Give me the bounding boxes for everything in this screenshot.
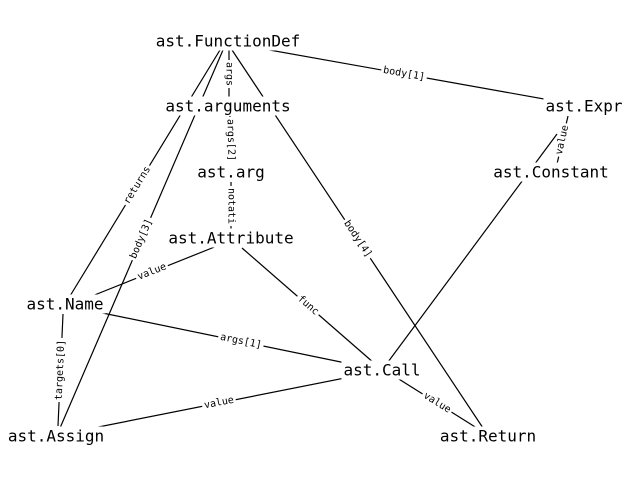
- edge-label-group: returns: [119, 162, 156, 209]
- node-label-background: [24, 294, 106, 314]
- edge-label-group: targets[0]: [52, 337, 69, 403]
- edge-label-background: [339, 216, 376, 262]
- edge-label-group: args: [222, 59, 236, 89]
- node-assign: ast.Assign: [5, 426, 107, 446]
- edge-label-background: [216, 330, 265, 353]
- edge-label-background: [126, 215, 157, 263]
- node-label-background: [543, 96, 625, 116]
- edge-label-background: [380, 63, 428, 85]
- edge-label-group: func: [293, 291, 323, 320]
- node-label-background: [437, 426, 539, 446]
- node-label: ast.Name: [26, 295, 103, 314]
- edge-attribute-name: value: [81, 243, 223, 301]
- node-label: ast.arguments: [165, 97, 290, 116]
- node-label-background: [153, 31, 303, 51]
- edge-label: notati: [226, 188, 237, 224]
- node-label: ast.Return: [440, 427, 536, 446]
- node-expr: ast.Expr: [543, 96, 625, 116]
- edge-functiondef-expr: body[1]: [235, 43, 573, 105]
- node-label-background: [163, 96, 293, 116]
- edge-label-group: args[2]: [223, 116, 238, 164]
- node-constant: ast.Constant: [491, 162, 611, 182]
- edge-name-call: args[1]: [82, 308, 371, 369]
- edge-label-group: value: [552, 121, 573, 159]
- edge-label: args[1]: [219, 332, 263, 351]
- edge-label-group: value: [201, 393, 237, 413]
- edge-expr-constant: value: [552, 115, 573, 165]
- edge-label: value: [136, 261, 168, 282]
- edge-label: targets[0]: [54, 340, 68, 401]
- edge-label-group: body[3]: [126, 215, 157, 263]
- node-label-background: [195, 162, 267, 182]
- node-return: ast.Return: [437, 426, 539, 446]
- node-arg: ast.arg: [195, 162, 267, 182]
- node-label-background: [491, 162, 611, 182]
- node-label: ast.Expr: [545, 97, 622, 116]
- node-call: ast.Call: [341, 360, 423, 380]
- edge-label-background: [222, 59, 236, 89]
- edge-label-background: [419, 388, 455, 418]
- edge-label-group: args[1]: [216, 330, 265, 353]
- edge-label-background: [201, 393, 237, 413]
- node-label-background: [5, 426, 107, 446]
- edge-assign-name: targets[0]: [52, 313, 69, 427]
- edge-label: args: [224, 62, 235, 86]
- edge-label-group: notati: [224, 185, 238, 227]
- edge-assign-call: value: [67, 372, 371, 434]
- edge-label-background: [52, 337, 69, 403]
- edge-arg-attribute: notati: [224, 182, 238, 230]
- node-label: ast.Assign: [8, 427, 104, 446]
- nodes-layer: ast.FunctionDef ast.arguments ast.Expr ast.…: [5, 31, 625, 446]
- node-arguments: ast.arguments: [163, 96, 293, 116]
- edge-label: body[4]: [341, 218, 373, 259]
- edge-label-group: body[4]: [339, 216, 376, 262]
- edge-label: args[2]: [225, 119, 237, 161]
- edge-label-group: body[1]: [380, 63, 428, 85]
- node-name: ast.Name: [24, 294, 106, 314]
- edge-label: returns: [122, 164, 153, 206]
- edge-label-background: [224, 185, 238, 227]
- node-functiondef: ast.FunctionDef: [153, 31, 303, 51]
- edge-label-background: [119, 162, 156, 209]
- node-label: ast.Attribute: [168, 229, 293, 248]
- edge-label-background: [552, 121, 573, 159]
- edge-label-background: [223, 116, 238, 164]
- edge-label-group: value: [133, 259, 171, 285]
- node-label-background: [341, 360, 423, 380]
- node-label: ast.Constant: [493, 163, 609, 182]
- edges-layer: body[1] args args[2] notati returns body[3] bo…: [52, 43, 573, 434]
- node-attribute: ast.Attribute: [166, 228, 296, 248]
- edge-arguments-arg: args[2]: [223, 115, 238, 165]
- edge-label-group: value: [419, 388, 455, 418]
- edge-label-background: [133, 259, 171, 285]
- edge-functiondef-arguments: args: [222, 50, 236, 98]
- node-label-background: [166, 228, 296, 248]
- node-label: ast.arg: [197, 163, 264, 182]
- node-label: ast.FunctionDef: [156, 32, 301, 51]
- node-label: ast.Call: [343, 361, 420, 380]
- edge-label-background: [293, 291, 323, 320]
